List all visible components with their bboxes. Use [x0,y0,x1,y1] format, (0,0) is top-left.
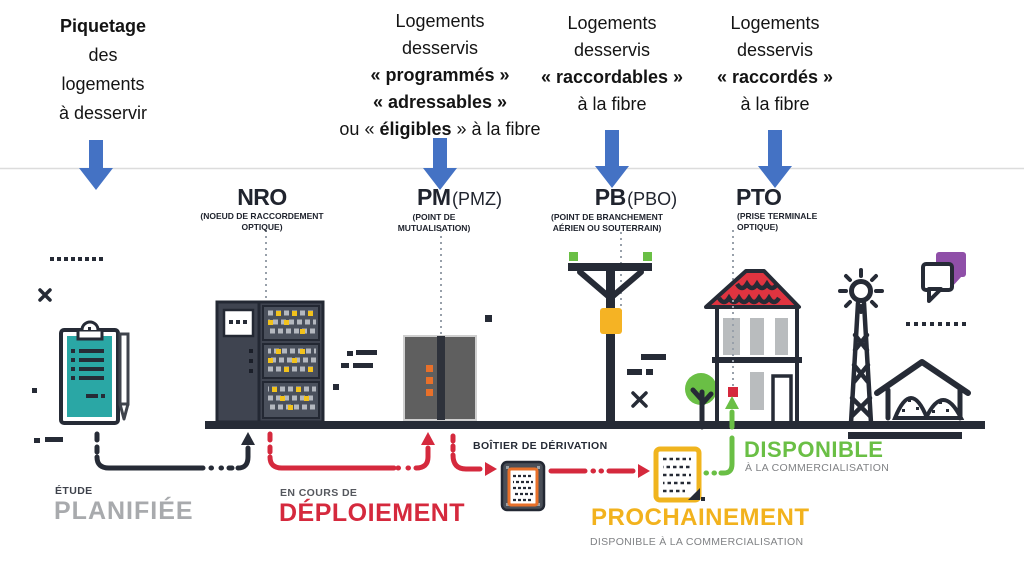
annotation-line: « programmés » [370,65,510,85]
annotation-line: « adressables » [372,92,508,112]
annotation-programmes: Logements desservis « programmés » « adr… [325,8,555,143]
stage-label-nro: NRO [237,184,287,210]
stage-sub-nro: (NOEUD DE RACCORDEMENT OPTIQUE) [200,211,324,232]
annotation-line: à la fibre [577,94,647,114]
pm-to-boitier-path [450,433,497,476]
annotation-line: « raccordés » [716,67,834,87]
status-deploiement-label: DÉPLOIEMENT [279,499,466,527]
stage-label-pm: PM (PMZ) [417,184,502,210]
deploiement-path [267,431,435,471]
decorative-dashes [32,257,966,443]
status-etude-label: PLANIFIÉE [54,497,194,525]
wind-turbine-icon [838,268,884,426]
stage-label-pb: PB (PBO) [594,184,678,210]
stage-sub-pm: (POINT DE MUTUALISATION) [397,212,471,233]
status-disponible-label: DISPONIBLE [744,437,884,462]
annotation-raccordes: Logements desservis « raccordés » à la f… [696,10,854,118]
pm-street-cabinet-icon [403,335,477,421]
annotation-line: Logements [567,13,657,33]
pbo-distribution-box-icon [653,446,705,503]
annotation-line: Logements [730,13,820,33]
dotted-connectors [265,230,734,386]
annotation-line: desservis [573,40,651,60]
pto-socket-marker [728,387,738,397]
status-disponible-suffix: À LA COMMERCIALISATION [745,462,890,474]
status-etude-prefix: ÉTUDE [55,485,93,497]
disponible-path [703,396,739,476]
nro-server-rack-icon [215,300,325,424]
stage-sub-pto: (PRISE TERMINALE OPTIQUE) [737,211,818,232]
annotation-raccordables: Logements desservis « raccordables » à l… [533,10,691,118]
pb-utility-pole-icon [568,252,652,423]
speech-bubbles-icon [921,252,966,303]
boitier-to-pbo-path [548,464,650,478]
status-prochainement-suffix: DISPONIBLE À LA COMMERCIALISATION [590,536,804,548]
blue-down-arrow-icon [79,130,792,190]
annotation-line: logements [61,74,145,94]
barn-icon [874,359,971,421]
status-deploiement-prefix: EN COURS DE [280,487,358,499]
boitier-derivation-label: BOÎTIER DE DÉRIVATION [473,440,608,452]
stage-sub-pb: (POINT DE BRANCHEMENT AÉRIEN OU SOUTERRA… [551,212,663,233]
clipboard-survey-icon [59,320,130,425]
stage-label-pto: PTO [736,184,782,210]
ground-line [205,421,985,439]
x-mark-icon [38,288,648,408]
status-prochainement-label: PROCHAINEMENT [591,504,810,531]
annotation-line: desservis [401,38,479,58]
annotation-line: Logements [395,11,485,31]
annotation-line: à desservir [58,103,148,123]
annotation-piquetage: Piquetage des logements à desservir [23,12,183,128]
annotation-line: ou « éligibles » à la fibre [339,119,541,139]
etude-path [94,431,255,471]
annotation-line: « raccordables » [540,67,684,87]
annotation-line: des [88,45,118,65]
house-icon [685,269,802,430]
derivation-box-icon [500,460,546,512]
annotation-line: à la fibre [740,94,810,114]
annotation-line: Piquetage [59,16,147,36]
annotation-line: desservis [736,40,814,60]
